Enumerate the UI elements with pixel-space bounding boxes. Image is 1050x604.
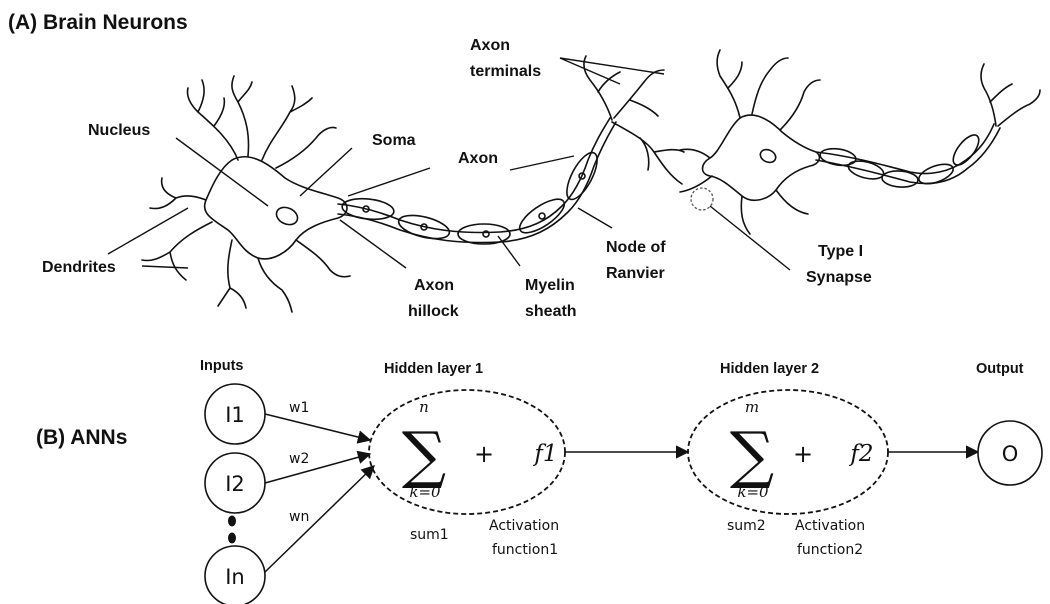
sigma-symbol-1: ∑ <box>402 418 446 491</box>
weight-wn: wn <box>289 509 309 525</box>
sum1-label: sum1 <box>410 527 449 543</box>
weight-w2: w2 <box>289 451 309 467</box>
right-axon-terminals <box>981 64 1040 126</box>
left-neuron-drawing <box>142 76 350 312</box>
activation-label-1-line1: Activation <box>489 518 559 534</box>
sum2-label: sum2 <box>727 518 766 534</box>
hidden-node-2: m ∑ k=0 + f2 <box>688 390 888 514</box>
activation-label-2-line2: function2 <box>797 542 863 558</box>
label-axon-hillock-line2: hillock <box>408 303 459 320</box>
right-dendrites <box>680 50 820 234</box>
sum2-lower-limit: k=0 <box>737 483 769 501</box>
activation-label-2-line1: Activation <box>795 518 865 534</box>
header-output: Output <box>976 361 1024 377</box>
dendrite-upper <box>187 76 336 168</box>
plus-sign-2: + <box>793 440 813 468</box>
plus-sign-1: + <box>474 440 494 468</box>
header-hidden-layer-2: Hidden layer 2 <box>720 361 819 377</box>
input-node-label: I2 <box>225 472 245 496</box>
sum2-upper-limit: m <box>745 398 759 416</box>
hidden-node-1: n ∑ k=0 + f1 <box>369 390 565 514</box>
weight-w1: w1 <box>289 400 309 416</box>
activation-f2: f2 <box>848 441 873 467</box>
sigma-symbol-2: ∑ <box>730 418 774 491</box>
nucleus-shape <box>274 204 301 228</box>
header-inputs: Inputs <box>200 358 244 374</box>
activation-label-1-line2: function1 <box>492 542 558 558</box>
right-neuron-drawing <box>680 50 1040 234</box>
label-node-ranvier-line1: Node of <box>606 239 666 256</box>
sum1-lower-limit: k=0 <box>409 483 441 501</box>
label-axon-hillock-line1: Axon <box>414 277 454 294</box>
label-node-ranvier-line2: Ranvier <box>606 265 665 282</box>
label-dendrites: Dendrites <box>42 259 116 276</box>
header-hidden-layer-1: Hidden layer 1 <box>384 361 483 377</box>
label-nucleus: Nucleus <box>88 122 150 139</box>
panel-a-title: (A) Brain Neurons <box>8 11 188 34</box>
label-myelin-line2: sheath <box>525 303 577 320</box>
label-soma: Soma <box>372 132 416 149</box>
input-node-in: In <box>205 546 265 604</box>
label-axon-terminals-line1: Axon <box>470 37 510 54</box>
output-node-label: O <box>1002 442 1019 466</box>
ellipsis-dots <box>228 516 236 544</box>
edge-w1 <box>265 414 370 440</box>
dendrite-lower <box>142 178 350 312</box>
input-node-i2: I2 <box>205 453 265 513</box>
input-node-label: In <box>225 565 245 589</box>
label-axon-terminals-line2: terminals <box>470 63 541 80</box>
synapse-marker <box>691 188 713 210</box>
panel-b-title: (B) ANNs <box>36 426 127 449</box>
label-myelin-line1: Myelin <box>525 277 575 294</box>
sum1-upper-limit: n <box>419 398 429 416</box>
input-node-label: I1 <box>225 403 245 427</box>
label-axon: Axon <box>458 150 498 167</box>
edge-wn <box>265 466 374 572</box>
output-node: O <box>978 421 1042 485</box>
label-synapse-line2: Synapse <box>806 269 872 286</box>
input-node-i1: I1 <box>205 384 265 444</box>
leader-lines <box>108 58 790 270</box>
label-synapse-line1: Type I <box>818 243 863 260</box>
edge-w2 <box>265 454 370 483</box>
activation-f1: f1 <box>532 441 557 467</box>
axon-drawing <box>338 56 684 244</box>
